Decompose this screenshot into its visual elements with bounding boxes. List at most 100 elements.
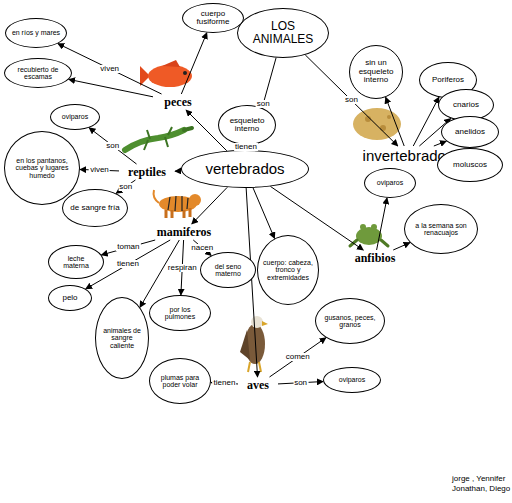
concept-ellipse: en los pantanos, cuebas y lugares humedo bbox=[4, 131, 80, 205]
concept-ellipse: oviparos bbox=[50, 104, 100, 130]
concept-text: cuerpo fusiforme bbox=[188, 10, 238, 27]
concept-text: de sangre fría bbox=[70, 204, 119, 212]
edge-label: comen bbox=[285, 353, 311, 361]
author-note: jorge , Yennifer bbox=[452, 475, 505, 484]
concept-ellipse: esqueleto interno bbox=[218, 105, 276, 145]
concept-ellipse: LOS ANIMALES bbox=[237, 8, 329, 58]
category-label: anfibios bbox=[345, 250, 405, 266]
edge-label: tienen bbox=[234, 143, 258, 151]
concept-ellipse: vertebrados bbox=[181, 150, 309, 188]
eagle-head bbox=[251, 316, 263, 328]
fish-eye bbox=[183, 71, 187, 75]
concept-ellipse: moluscos bbox=[437, 148, 503, 182]
concept-text: en los pantanos, cuebas y lugares humedo bbox=[10, 157, 74, 179]
connector-arrow bbox=[101, 240, 155, 255]
concept-ellipse: del seno materno bbox=[200, 252, 256, 288]
connector-arrow bbox=[181, 33, 207, 94]
concept-text: leche materna bbox=[54, 255, 98, 270]
category-label: aves bbox=[238, 377, 278, 393]
author-note: Jonathan, Diego bbox=[452, 485, 510, 494]
lizard-picture bbox=[125, 127, 192, 150]
lizard-body bbox=[125, 130, 184, 150]
connector-arrow bbox=[393, 243, 410, 250]
edge-label: respiran bbox=[167, 264, 198, 272]
concept-ellipse: oviparos bbox=[364, 168, 416, 198]
connector-arrow bbox=[69, 79, 153, 96]
category-label: peces bbox=[153, 94, 203, 110]
concept-text: recubierto de escamas bbox=[10, 66, 66, 81]
concept-text: animales de sangre caliente bbox=[101, 327, 143, 349]
concept-ellipse: pelo bbox=[48, 285, 92, 311]
eagle-legs bbox=[248, 362, 261, 372]
concept-ellipse: en ríos y mares bbox=[5, 18, 67, 48]
connector-arrow bbox=[58, 44, 162, 94]
concept-ellipse: animales de sangre caliente bbox=[95, 297, 149, 379]
edge-label: son bbox=[256, 100, 271, 108]
connector-arrow bbox=[192, 187, 228, 224]
frog-eye bbox=[371, 224, 377, 230]
concept-text: a la semana son renacuajos bbox=[410, 222, 472, 237]
connector-arrow bbox=[89, 128, 136, 164]
sponge-body bbox=[353, 108, 401, 140]
concept-ellipse: a la semana son renacuajos bbox=[404, 204, 478, 254]
concept-ellipse: sin un esqueleto interno bbox=[349, 45, 403, 99]
concept-text: Poriferos bbox=[432, 76, 464, 84]
concept-text: oviparos bbox=[339, 376, 365, 383]
tiger-tail bbox=[154, 190, 159, 203]
concept-text: cnarios bbox=[453, 101, 479, 109]
category-label: reptiles bbox=[119, 164, 175, 180]
concept-text: vertebrados bbox=[205, 161, 284, 177]
concept-text: aves bbox=[247, 379, 269, 392]
edge-label: viven bbox=[99, 65, 120, 73]
edge-label: son bbox=[118, 183, 133, 191]
frog-picture bbox=[350, 224, 388, 246]
connector-arrow bbox=[270, 338, 326, 377]
concept-ellipse: plumas para poder volar bbox=[149, 358, 211, 404]
lizard-head bbox=[184, 128, 192, 130]
frog-eye bbox=[360, 224, 366, 230]
fish-picture bbox=[140, 60, 192, 87]
concept-text: LOS ANIMALES bbox=[243, 20, 323, 45]
edge-label: son bbox=[105, 142, 120, 150]
tiger-stripes bbox=[168, 196, 188, 211]
concept-text: oviparos bbox=[377, 179, 403, 186]
sponge-picture bbox=[353, 108, 401, 140]
sponge-pore bbox=[380, 125, 386, 131]
edge-label: son bbox=[293, 379, 308, 387]
concept-text: mamiferos bbox=[157, 226, 211, 239]
sponge-pore bbox=[387, 115, 391, 119]
concept-text: anfibios bbox=[355, 252, 396, 265]
edge-label: tienen bbox=[213, 379, 237, 387]
fish-fin bbox=[162, 60, 180, 67]
concept-text: en ríos y mares bbox=[12, 29, 60, 36]
eagle-wing bbox=[240, 330, 250, 360]
connector-arrow bbox=[386, 97, 405, 146]
concept-text: reptiles bbox=[128, 166, 166, 179]
tiger-head bbox=[189, 194, 201, 206]
concept-text: anelidos bbox=[455, 128, 485, 136]
concept-text: por los pulmones bbox=[155, 306, 205, 321]
concept-ellipse: leche materna bbox=[48, 245, 104, 279]
connector-arrow bbox=[413, 97, 439, 146]
concept-ellipse: oviparos bbox=[323, 367, 381, 393]
concept-text: esqueleto interno bbox=[224, 117, 270, 134]
concept-text: gusanos, peces, granos bbox=[321, 314, 379, 329]
edge-label: son bbox=[344, 96, 359, 104]
concept-ellipse: recubierto de escamas bbox=[4, 58, 72, 88]
concept-ellipse: cuerpo fusiforme bbox=[182, 3, 244, 33]
edge-label: toman bbox=[116, 243, 140, 251]
tiger-legs bbox=[166, 208, 190, 218]
concept-text: sin un esqueleto interno bbox=[355, 59, 397, 84]
connector-arrow bbox=[116, 180, 135, 193]
concept-text: del seno materno bbox=[206, 263, 250, 278]
concept-text: peces bbox=[164, 96, 191, 109]
concept-text: pelo bbox=[62, 294, 77, 302]
connector-arrow bbox=[253, 188, 275, 239]
eagle-beak bbox=[262, 321, 268, 326]
concept-text: moluscos bbox=[453, 161, 487, 169]
concept-ellipse: cuerpo: cabeza, tronco y extremidades bbox=[257, 235, 319, 305]
edge-label: viven bbox=[89, 166, 110, 174]
lizard-legs bbox=[144, 127, 172, 150]
concept-text: plumas para poder volar bbox=[155, 374, 205, 389]
